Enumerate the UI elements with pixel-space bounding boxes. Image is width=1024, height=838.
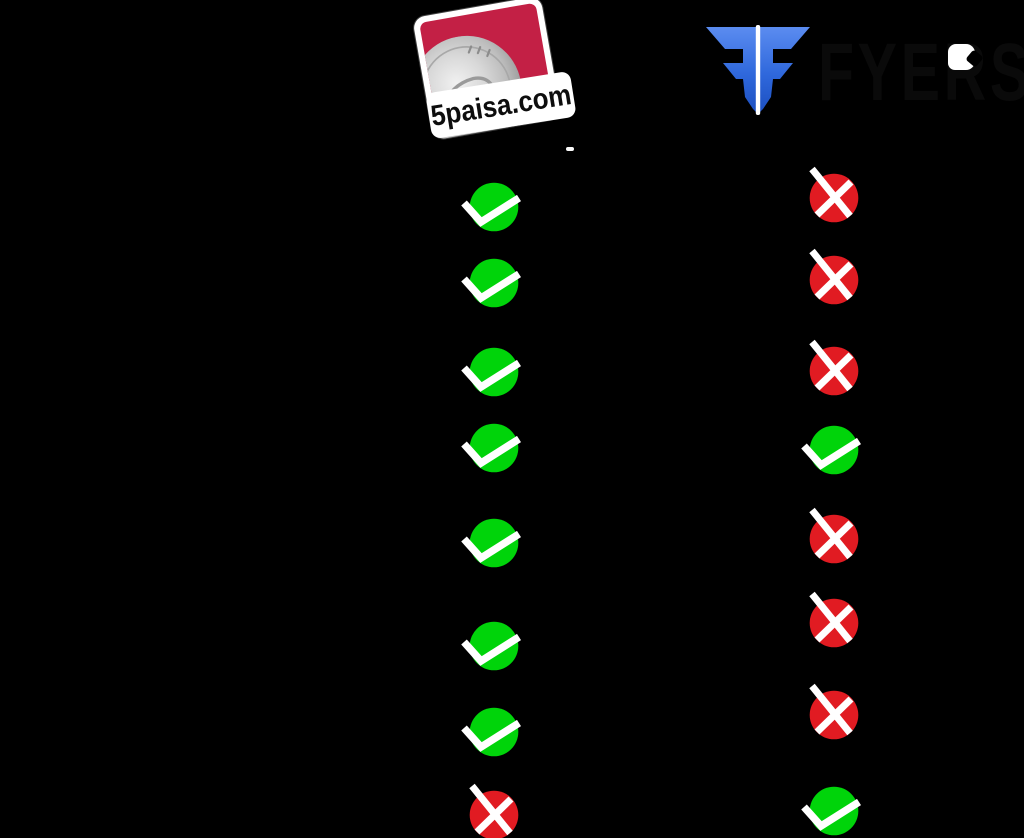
fyers-emblem-icon [706,25,810,115]
check-icon [461,258,522,308]
check-icon [461,518,522,568]
fyers-r-counter-highlight [948,44,975,70]
5paisa-logo: 5paisa.com [412,0,584,152]
white-dash-mark [566,147,574,151]
fyers-logo: FYERS [700,18,1024,138]
check-icon [461,621,522,671]
cross-icon [809,166,859,223]
cross-icon [809,507,859,564]
check-icon [461,347,522,397]
check-icon [801,425,862,475]
cross-icon [809,339,859,396]
check-icon [461,182,522,232]
fyers-wordmark: FYERS [818,27,1024,118]
check-icon [461,707,522,757]
cross-icon [809,591,859,648]
cross-icon [469,783,519,838]
cross-icon [809,248,859,305]
check-icon [801,786,862,836]
cross-icon [809,683,859,740]
check-icon [461,423,522,473]
